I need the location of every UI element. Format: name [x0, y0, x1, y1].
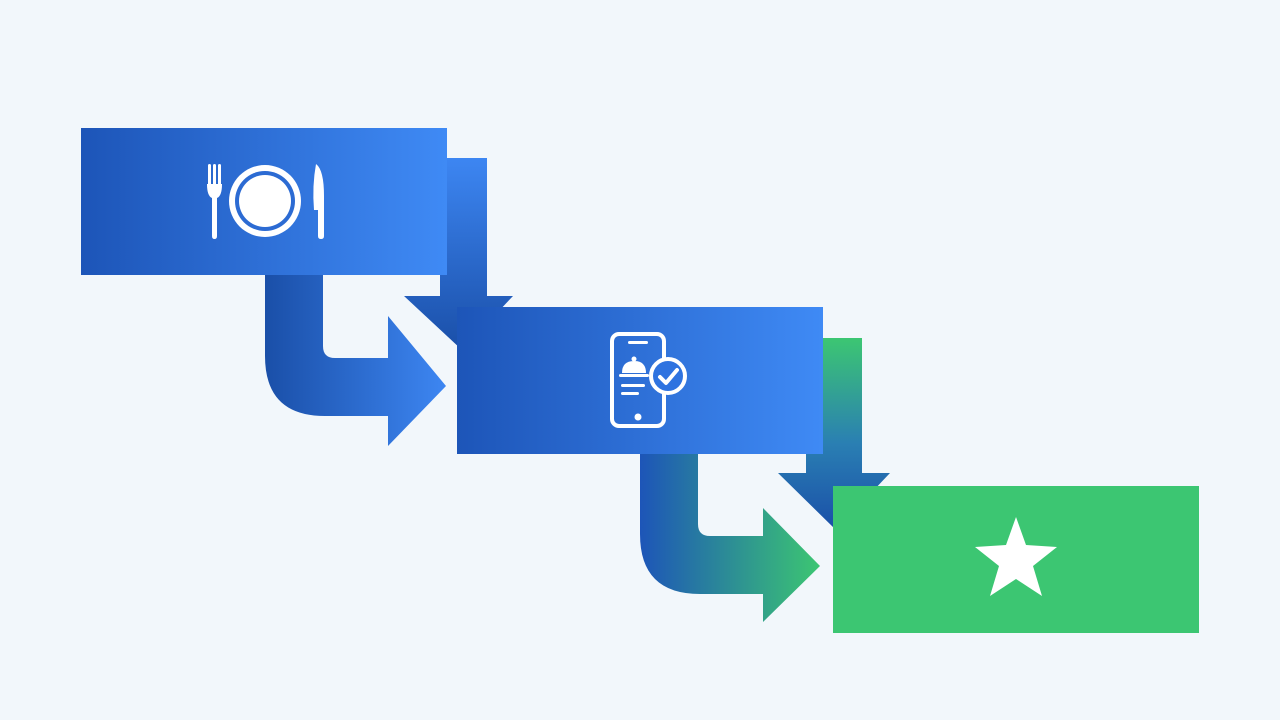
- step-box-mobile-order: [457, 307, 823, 454]
- bent-arrow-2: [640, 448, 820, 622]
- bent-arrow-1: [265, 270, 446, 446]
- phone-cloche-check-icon: [610, 332, 687, 428]
- star-icon: [975, 517, 1057, 596]
- down-arrow-1: [404, 158, 513, 350]
- fork-plate-knife-icon: [207, 164, 324, 239]
